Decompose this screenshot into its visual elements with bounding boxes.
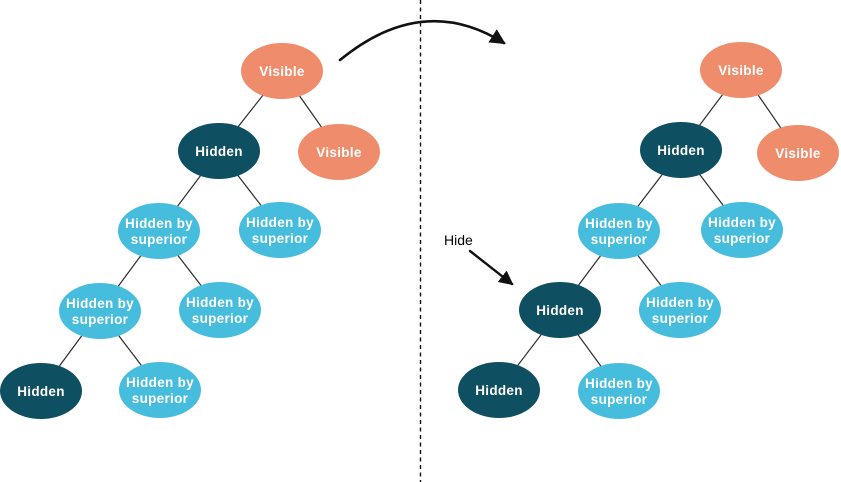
node-label: Hidden <box>195 144 243 159</box>
node-ellipse <box>578 203 660 259</box>
tree-node-hidden: Hidden <box>0 363 82 419</box>
node-label-line1: Hidden by <box>246 215 314 230</box>
node-ellipse <box>639 282 721 338</box>
tree-node-hidden-by-superior: Hidden by superior <box>239 202 321 258</box>
node-label-line1: Hidden by <box>585 376 653 391</box>
node-label: Hidden <box>17 384 65 399</box>
transition-arrow-icon <box>338 19 506 62</box>
node-label-line1: Hidden by <box>66 296 134 311</box>
node-label: Visible <box>775 146 821 161</box>
node-ellipse <box>578 363 660 419</box>
node-ellipse <box>701 202 783 258</box>
node-ellipse <box>59 283 141 339</box>
tree-node-hidden-by-superior: Hidden by superior <box>59 283 141 339</box>
node-label-line2: superior <box>714 231 771 246</box>
node-label-line1: Hidden by <box>708 215 776 230</box>
node-label: Visible <box>316 145 362 160</box>
tree-node-hidden: Hidden <box>640 122 722 178</box>
node-label-line1: Hidden by <box>126 375 194 390</box>
tree-before: Visible Hidden Visible Hidden by superio… <box>0 43 380 419</box>
node-label-line2: superior <box>72 312 129 327</box>
tree-node-hidden-by-superior: Hidden by superior <box>578 363 660 419</box>
node-ellipse <box>119 362 201 418</box>
node-label-line2: superior <box>652 311 709 326</box>
node-label-line1: Hidden by <box>646 295 714 310</box>
node-ellipse <box>519 282 601 338</box>
tree-node-hidden: Hidden <box>458 362 540 418</box>
node-label-line2: superior <box>132 391 189 406</box>
node-label: Visible <box>259 64 305 79</box>
node-ellipse <box>239 202 321 258</box>
tree-node-visible: Visible <box>700 42 782 98</box>
hide-annotation: Hide <box>444 232 514 286</box>
node-label: Visible <box>718 63 764 78</box>
node-ellipse <box>458 362 540 418</box>
node-ellipse <box>700 42 782 98</box>
node-label-line2: superior <box>192 311 249 326</box>
tree-node-hidden-target: Hidden <box>519 282 601 338</box>
hide-arrow-icon <box>468 249 514 286</box>
tree-node-hidden-by-superior: Hidden by superior <box>119 362 201 418</box>
tree-node-visible: Visible <box>241 43 323 99</box>
node-label: Hidden <box>475 383 523 398</box>
node-ellipse <box>178 123 260 179</box>
node-ellipse <box>241 43 323 99</box>
node-ellipse <box>298 124 380 180</box>
hide-label: Hide <box>444 232 473 248</box>
tree-node-hidden: Hidden <box>178 123 260 179</box>
tree-node-hidden-by-superior: Hidden by superior <box>179 282 261 338</box>
tree-node-hidden-by-superior: Hidden by superior <box>578 203 660 259</box>
node-label-line1: Hidden by <box>125 216 193 231</box>
node-ellipse <box>0 363 82 419</box>
node-label: Hidden <box>657 143 705 158</box>
node-label: Hidden <box>536 303 584 318</box>
node-label-line2: superior <box>591 232 648 247</box>
tree-node-visible: Visible <box>757 125 839 181</box>
node-ellipse <box>640 122 722 178</box>
node-ellipse <box>757 125 839 181</box>
node-ellipse <box>179 282 261 338</box>
node-label-line2: superior <box>131 232 188 247</box>
tree-node-hidden-by-superior: Hidden by superior <box>639 282 721 338</box>
node-ellipse <box>118 203 200 259</box>
node-label-line1: Hidden by <box>585 216 653 231</box>
node-label-line1: Hidden by <box>186 295 254 310</box>
node-label-line2: superior <box>252 231 309 246</box>
tree-node-visible: Visible <box>298 124 380 180</box>
tree-after: Visible Hidden Visible Hidden by superio… <box>458 42 839 419</box>
tree-node-hidden-by-superior: Hidden by superior <box>118 203 200 259</box>
tree-node-hidden-by-superior: Hidden by superior <box>701 202 783 258</box>
node-label-line2: superior <box>591 392 648 407</box>
